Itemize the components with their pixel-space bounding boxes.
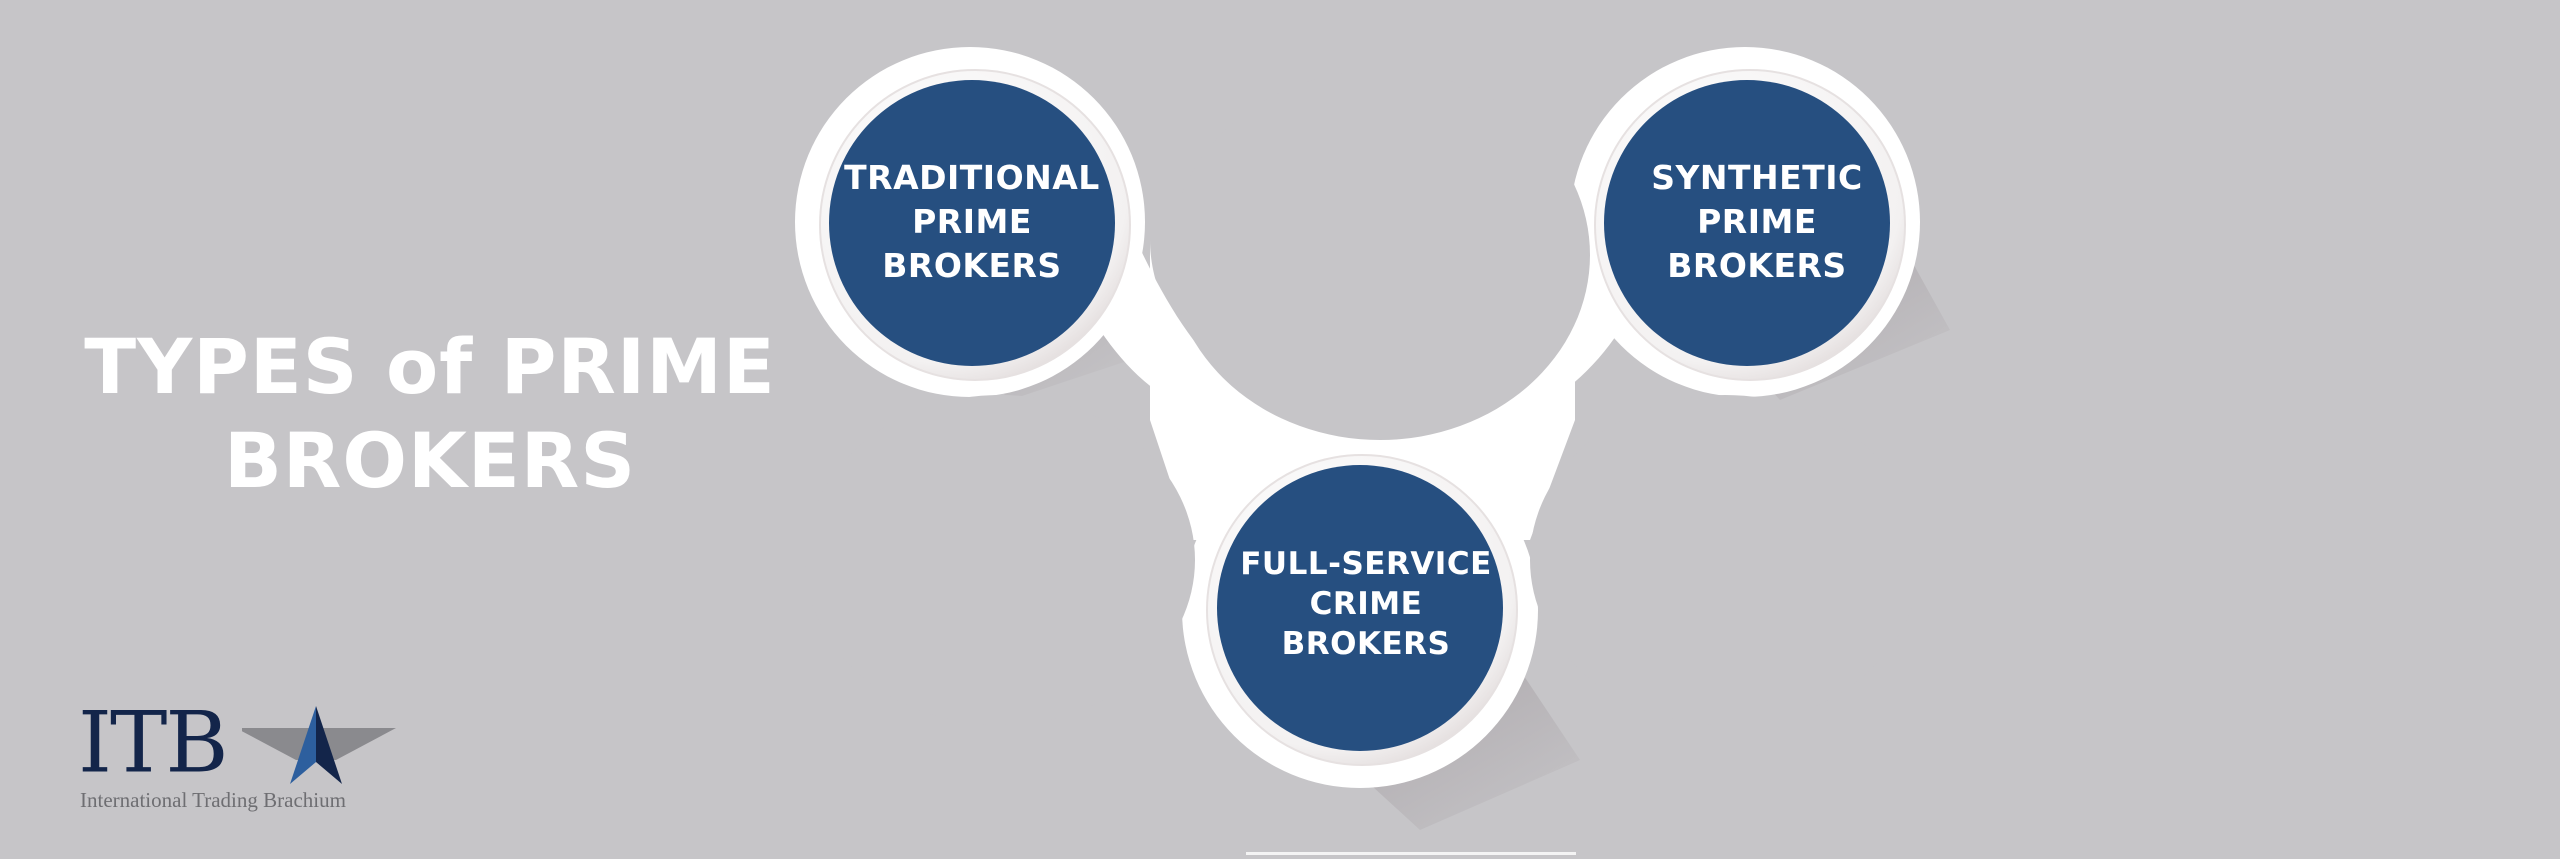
node-label-line: PRIME xyxy=(1697,202,1817,241)
itb-logo: ITB International Trading Brachium xyxy=(78,694,396,820)
node-label-line: PRIME xyxy=(912,202,1032,241)
node-label-line: FULL-SERVICE xyxy=(1240,546,1492,582)
background-lobes xyxy=(805,70,1920,725)
node-label-line: TRADITIONAL xyxy=(844,158,1100,197)
star-icon xyxy=(242,706,396,784)
node-label-line: CRIME xyxy=(1309,586,1423,622)
node-synthetic-prime-brokers: SYNTHETIC PRIME BROKERS xyxy=(1617,156,1897,288)
bottom-edge-bar xyxy=(1246,852,1576,855)
title-line-2: BROKERS xyxy=(223,416,637,505)
node-label-line: BROKERS xyxy=(1281,626,1451,662)
node-label-line: BROKERS xyxy=(1667,246,1847,285)
page-title: TYPES of PRIME BROKERS xyxy=(60,320,800,508)
node-label-line: SYNTHETIC xyxy=(1651,158,1863,197)
node-discs xyxy=(829,80,1890,751)
node-full-service-crime-brokers: FULL-SERVICE CRIME BROKERS xyxy=(1226,544,1506,664)
title-line-1: TYPES of PRIME xyxy=(84,322,776,411)
logo-tagline: International Trading Brachium xyxy=(80,788,346,812)
logo-wordmark: ITB xyxy=(78,694,229,792)
node-traditional-prime-brokers: TRADITIONAL PRIME BROKERS xyxy=(832,156,1112,288)
node-label-line: BROKERS xyxy=(882,246,1062,285)
